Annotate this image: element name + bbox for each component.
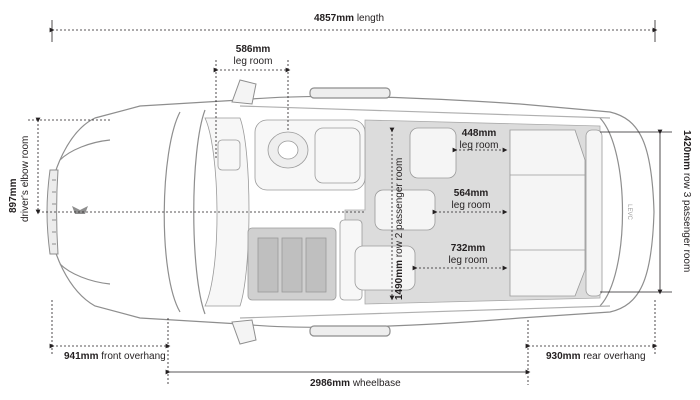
drivers-elbow-room-value: 897mm (8, 178, 19, 213)
right-mirror (231, 319, 257, 345)
rear-overhang-label: 930mm rear overhang (546, 351, 646, 362)
row3-passenger-room-label: 1420mm row 3 passenger room (681, 130, 692, 273)
rear-badge: LEVC (626, 204, 632, 220)
dimension-lines (28, 20, 672, 385)
drivers-elbow-room-label: driver's elbow room (20, 135, 31, 222)
front-overhang-label: 941mm front overhang (64, 351, 166, 362)
left-mirror (231, 79, 257, 105)
length-label: 4857mm length (314, 13, 385, 24)
row2-passenger-room-label: 1490mm row 2 passenger room (394, 157, 405, 300)
wheelbase-label: 2986mm wheelbase (310, 378, 401, 389)
row-2-seats (354, 127, 457, 291)
front-grille (46, 169, 59, 255)
row-3-bench (509, 129, 603, 297)
